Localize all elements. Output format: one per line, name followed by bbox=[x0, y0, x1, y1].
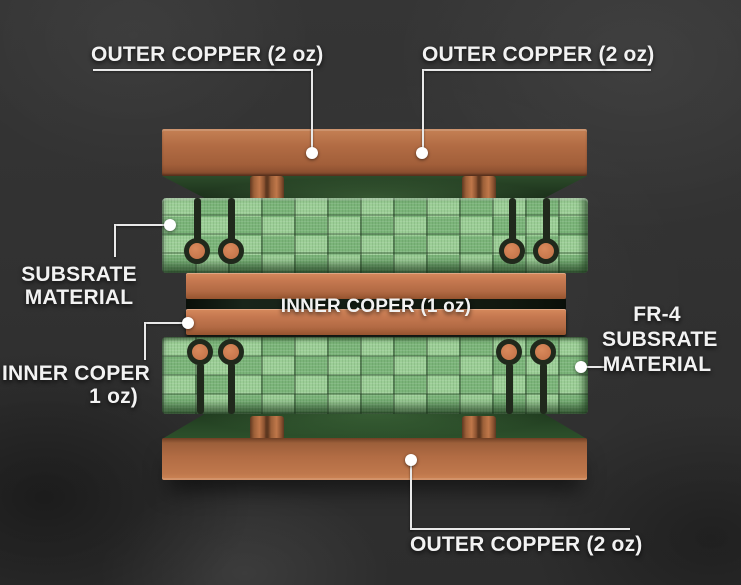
callout-line-substrate bbox=[114, 224, 168, 226]
via-stem bbox=[197, 363, 204, 414]
callout-dot-substrate bbox=[164, 219, 176, 231]
callout-dot-bottom bbox=[405, 454, 417, 466]
copper-via-pillar bbox=[250, 176, 284, 198]
via-stem bbox=[506, 363, 513, 414]
callout-line-top-left bbox=[93, 69, 313, 71]
callout-line-top-left bbox=[311, 69, 313, 149]
label-inner-copper-left-line1: INNER COPER bbox=[1, 362, 150, 385]
inner-copper-layer-1 bbox=[186, 273, 566, 299]
label-inner-copper-left: INNER COPER 1 oz) bbox=[0, 362, 150, 408]
callout-dot-top-right bbox=[416, 147, 428, 159]
via-pad-ring bbox=[218, 339, 244, 365]
inner-copper-layer-2 bbox=[186, 309, 566, 335]
callout-dot-fr4 bbox=[575, 361, 587, 373]
label-substrate-material: SUBSRATE MATERIAL bbox=[9, 263, 149, 309]
callout-dot-top-left bbox=[306, 147, 318, 159]
label-substrate-line2: MATERIAL bbox=[24, 286, 134, 309]
callout-line-inner-left bbox=[144, 322, 146, 360]
copper-via-pillar bbox=[462, 176, 496, 198]
via-stem bbox=[543, 198, 550, 242]
label-fr4-line2: SUBSRATE bbox=[602, 328, 718, 351]
label-substrate-line1: SUBSRATE bbox=[21, 263, 137, 286]
copper-via-pillar bbox=[250, 416, 284, 440]
via-stem bbox=[540, 363, 547, 414]
via-stem bbox=[228, 363, 235, 414]
via-pad-ring bbox=[184, 238, 210, 264]
via-pad-ring bbox=[218, 238, 244, 264]
label-inner-copper-center: INNER COPER (1 oz) bbox=[280, 296, 472, 317]
label-inner-copper-left-line2: 1 oz) bbox=[89, 385, 138, 408]
label-outer-copper-top-left: OUTER COPPER (2 oz) bbox=[91, 43, 324, 66]
outer-copper-layer-bottom bbox=[162, 438, 587, 480]
callout-line-bottom bbox=[410, 462, 412, 530]
callout-dot-inner-left bbox=[182, 317, 194, 329]
via-stem bbox=[228, 198, 235, 242]
label-outer-copper-top-right: OUTER COPPER (2 oz) bbox=[422, 43, 655, 66]
via-pad-ring bbox=[496, 339, 522, 365]
via-pad-ring bbox=[530, 339, 556, 365]
substrate-top-face-shadow bbox=[162, 176, 587, 198]
inner-layer-gap bbox=[186, 299, 566, 309]
callout-line-fr4 bbox=[584, 366, 606, 368]
copper-via-pillar bbox=[462, 416, 496, 440]
label-fr4-substrate: FR-4 SUBSRATE MATERIAL bbox=[602, 302, 718, 377]
callout-line-substrate bbox=[114, 224, 116, 257]
bottom-slab-top-face-shadow bbox=[162, 414, 587, 439]
label-fr4-line3: MATERIAL bbox=[602, 353, 712, 376]
via-pad-ring bbox=[187, 339, 213, 365]
via-pad-ring bbox=[499, 238, 525, 264]
callout-line-bottom bbox=[410, 528, 630, 530]
outer-copper-layer-top bbox=[162, 129, 587, 176]
callout-line-top-right bbox=[422, 69, 651, 71]
via-pad-ring bbox=[533, 238, 559, 264]
callout-line-top-right bbox=[422, 69, 424, 149]
via-stem bbox=[509, 198, 516, 242]
label-fr4-line1: FR-4 bbox=[633, 303, 681, 326]
callout-line-inner-left bbox=[144, 322, 188, 324]
via-stem bbox=[194, 198, 201, 242]
label-outer-copper-bottom: OUTER COPPER (2 oz) bbox=[410, 533, 643, 556]
